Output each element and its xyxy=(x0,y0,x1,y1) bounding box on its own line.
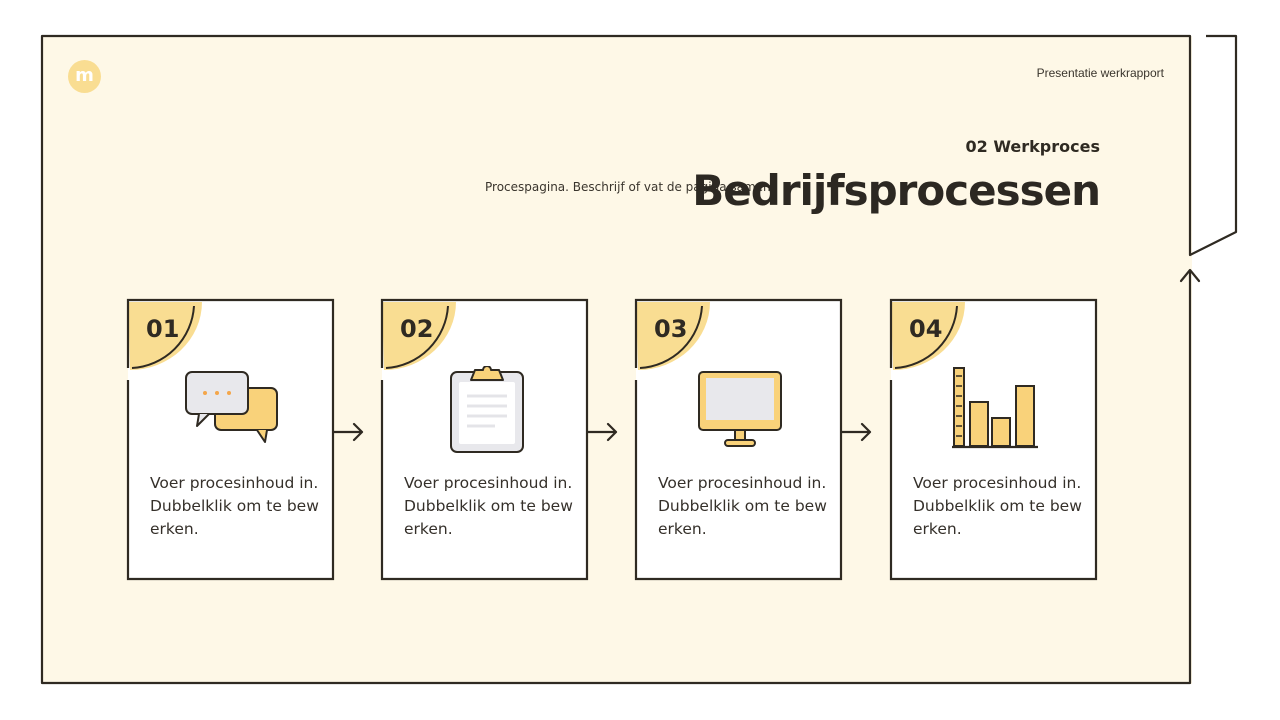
bar-chart-icon xyxy=(952,367,1038,449)
page-title: Bedrijfsprocessen xyxy=(692,166,1101,215)
monitor-icon xyxy=(698,371,782,447)
logo-letter: m xyxy=(75,64,94,86)
step-description[interactable]: Voer procesinhoud in. Dubbelklik om te b… xyxy=(404,474,573,538)
step-number: 02 xyxy=(400,315,434,343)
process-step-2[interactable]: 02 Voer procesinhoud in. Dubbelklik om t… xyxy=(380,298,589,581)
chat-bubbles-icon xyxy=(185,371,278,443)
page-summary: Procespagina. Beschrijf of vat de pagina… xyxy=(485,180,775,194)
step-description[interactable]: Voer procesinhoud in. Dubbelklik om te b… xyxy=(658,474,827,538)
brand-logo: m xyxy=(68,60,101,93)
report-title: Presentatie werkrapport xyxy=(1036,66,1164,80)
step-description[interactable]: Voer procesinhoud in. Dubbelklik om te b… xyxy=(150,474,319,538)
step-number: 01 xyxy=(146,315,180,343)
step-number: 04 xyxy=(909,315,943,343)
step-card-outline xyxy=(889,298,1098,581)
step-description[interactable]: Voer procesinhoud in. Dubbelklik om te b… xyxy=(913,474,1082,538)
arrow-right-icon xyxy=(840,422,872,442)
process-step-1[interactable]: 01 Voer procesinhoud in. Dubbelklik om t… xyxy=(126,298,335,581)
step-card-outline xyxy=(380,298,589,581)
section-label: 02 Werkproces xyxy=(965,137,1101,156)
arrow-right-icon xyxy=(586,422,618,442)
process-step-3[interactable]: 03 Voer procesinhoud in. Dubbelklik om t… xyxy=(634,298,843,581)
step-number: 03 xyxy=(654,315,688,343)
step-card-outline xyxy=(126,298,335,581)
process-step-4[interactable]: 04 Voer procesinhoud in. Dubbelklik om t… xyxy=(889,298,1098,581)
clipboard-icon xyxy=(450,366,524,453)
arrow-right-icon xyxy=(332,422,364,442)
step-card-outline xyxy=(634,298,843,581)
